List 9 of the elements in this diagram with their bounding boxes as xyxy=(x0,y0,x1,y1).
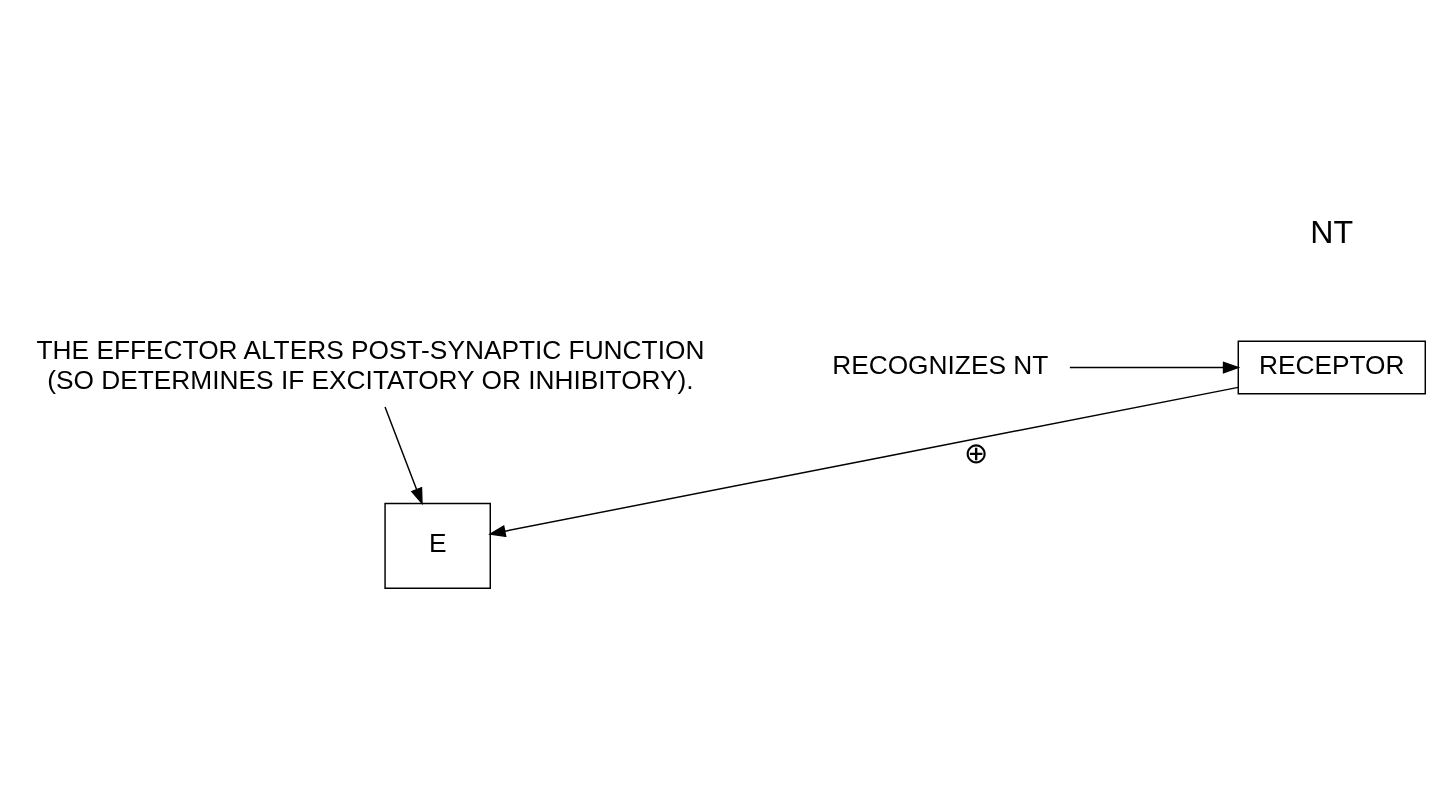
edge-label: ⊕ xyxy=(964,436,989,469)
node-box: RECEPTOR xyxy=(1237,340,1426,395)
arrow xyxy=(384,405,423,505)
node-box: E xyxy=(384,502,491,589)
arrow xyxy=(488,386,1239,537)
node-text: THE EFFECTOR ALTERS POST-SYNAPTIC FUNCTION (SO DETERMINES IF EXCITATORY OR INHIBITORY). xyxy=(36,334,705,395)
node-text: RECOGNIZES NT xyxy=(832,349,1049,380)
arrow xyxy=(1069,360,1241,374)
label: NT xyxy=(1310,213,1354,250)
